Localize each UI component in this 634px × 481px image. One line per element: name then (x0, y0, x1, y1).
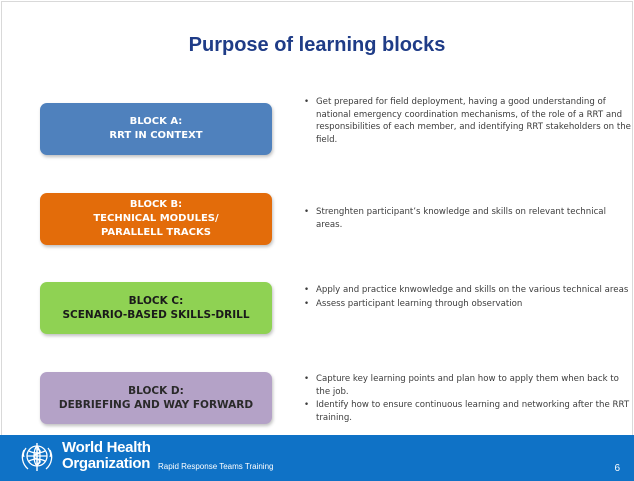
organization-name: World Health Organization (62, 440, 151, 472)
block-a-heading: BLOCK A: (129, 116, 183, 127)
bullet-item: • Identify how to ensure continuous lear… (302, 399, 632, 424)
block-b-heading: BLOCK B: (129, 199, 183, 210)
block-c-subtitle: SCENARIO-BASED SKILLS-DRILL (62, 309, 250, 321)
bullet-symbol: • (304, 374, 310, 384)
training-label: Rapid Response Teams Training (158, 462, 274, 471)
block-c-bullets: • Apply and practice knwowledge and skil… (302, 284, 632, 311)
block-d-heading: BLOCK D: (128, 385, 184, 397)
bullet-item: • Get prepared for field deployment, hav… (302, 96, 632, 146)
bullet-item: • Apply and practice knwowledge and skil… (302, 284, 632, 297)
bullet-text: Capture key learning points and plan how… (316, 374, 619, 397)
block-b-box: BLOCK B: TECHNICAL MODULES/ PARALLELL TR… (40, 193, 272, 245)
block-b-subtitle-line1: TECHNICAL MODULES/ (93, 213, 219, 224)
block-a-bullets: • Get prepared for field deployment, hav… (302, 96, 632, 147)
bullet-symbol: • (304, 97, 310, 107)
block-d-bullets: • Capture key learning points and plan h… (302, 373, 632, 425)
org-name-line2: Organization (62, 455, 151, 472)
who-emblem-icon (21, 443, 53, 471)
bullet-text: Apply and practice knwowledge and skills… (316, 285, 629, 295)
bullet-item: • Capture key learning points and plan h… (302, 373, 632, 398)
block-b-bullets: • Strenghten participant’s knowledge and… (302, 206, 632, 232)
bullet-item: • Strenghten participant’s knowledge and… (302, 206, 632, 231)
block-c-box: BLOCK C: SCENARIO-BASED SKILLS-DRILL (40, 282, 272, 334)
bullet-item: • Assess participant learning through ob… (302, 298, 632, 311)
bullet-text: Strenghten participant’s knowledge and s… (316, 207, 606, 230)
block-d-subtitle: DEBRIEFING AND WAY FORWARD (58, 399, 254, 411)
block-a-box: BLOCK A: RRT IN CONTEXT (40, 103, 272, 155)
bullet-symbol: • (304, 400, 310, 410)
footer-bar: World Health Organization Rapid Response… (0, 435, 634, 481)
block-a-subtitle: RRT IN CONTEXT (109, 130, 203, 141)
bullet-symbol: • (304, 207, 310, 217)
block-b-subtitle-line2: PARALLELL TRACKS (101, 227, 211, 238)
bullet-symbol: • (304, 298, 310, 309)
page-number: 6 (614, 463, 620, 474)
bullet-text: Get prepared for field deployment, havin… (316, 97, 631, 145)
bullet-text: Identify how to ensure continuous learni… (316, 400, 630, 423)
slide-title: Purpose of learning blocks (188, 34, 446, 56)
org-name-line1: World Health (62, 439, 151, 456)
block-c-heading: BLOCK C: (128, 295, 184, 307)
bullet-text: Assess participant learning through obse… (316, 298, 523, 309)
bullet-symbol: • (304, 285, 310, 295)
block-d-box: BLOCK D: DEBRIEFING AND WAY FORWARD (40, 372, 272, 424)
